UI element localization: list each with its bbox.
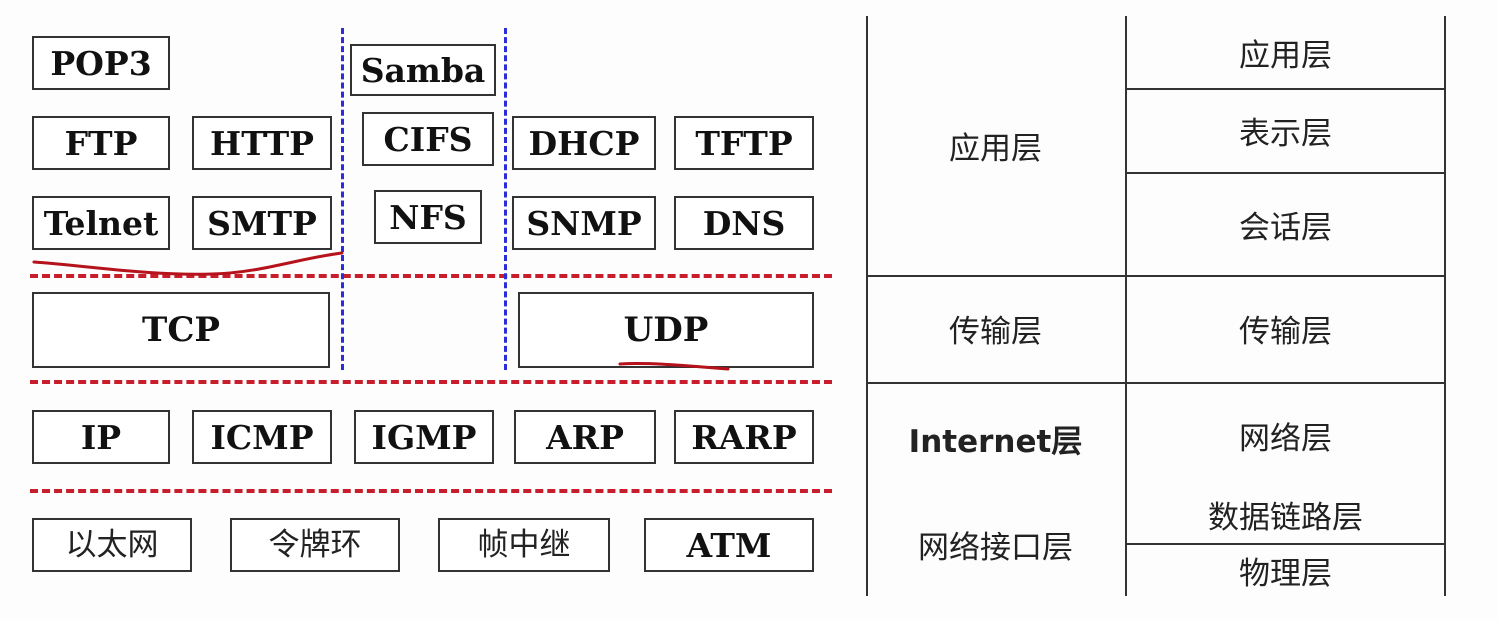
underline-annotation-udp	[618, 361, 730, 371]
underline-annotation-smtp	[32, 251, 344, 276]
layer-separator-transport-internet	[30, 380, 832, 384]
table-border-right	[1444, 16, 1446, 596]
table-border-left	[866, 16, 868, 596]
osi-network-layer: 网络层	[1239, 420, 1332, 457]
protocol-smtp: SMTP	[192, 196, 332, 250]
protocol-tcp: TCP	[32, 292, 330, 368]
osi-physical-layer: 物理层	[1239, 555, 1332, 592]
service-separator-right	[504, 28, 507, 370]
row-divider-transport-network	[866, 382, 1446, 384]
protocol-udp: UDP	[518, 292, 814, 368]
protocol-ip: IP	[32, 410, 170, 464]
protocol-frame-relay: 帧中继	[438, 518, 610, 572]
protocol-igmp: IGMP	[354, 410, 494, 464]
protocol-snmp: SNMP	[512, 196, 656, 250]
protocol-cifs: CIFS	[362, 112, 494, 166]
protocol-arp: ARP	[514, 410, 656, 464]
tcpip-network-interface-layer: 网络接口层	[918, 529, 1073, 566]
protocol-atm: ATM	[644, 518, 814, 572]
tcpip-application-layer: 应用层	[949, 131, 1042, 167]
protocol-ftp: FTP	[32, 116, 170, 170]
protocol-http: HTTP	[192, 116, 332, 170]
protocol-ethernet: 以太网	[32, 518, 192, 572]
osi-application-layer: 应用层	[1239, 37, 1332, 74]
osi-data-link-layer: 数据链路层	[1208, 499, 1363, 536]
osi-transport-layer: 传输层	[1239, 314, 1332, 350]
osi-presentation-layer: 表示层	[1239, 115, 1332, 152]
protocol-nfs: NFS	[374, 190, 482, 244]
layer-separator-app-transport	[30, 274, 832, 278]
table-column-divider	[1125, 16, 1127, 596]
layer-model-table: 应用层 传输层 Internet层 网络接口层 应用层 表示层 会话层 传输层 …	[866, 16, 1446, 596]
row-divider-osi-presentation-session	[1125, 172, 1446, 174]
protocol-telnet: Telnet	[32, 196, 170, 250]
row-divider-osi-app-presentation	[1125, 88, 1446, 90]
row-divider-application-transport	[866, 275, 1446, 277]
protocol-icmp: ICMP	[192, 410, 332, 464]
protocol-tftp: TFTP	[674, 116, 814, 170]
protocol-dhcp: DHCP	[512, 116, 656, 170]
layer-separator-internet-link	[30, 489, 832, 493]
protocol-samba: Samba	[350, 44, 496, 96]
protocol-pop3: POP3	[32, 36, 170, 90]
row-divider-datalink-physical	[1125, 543, 1446, 545]
protocol-token-ring: 令牌环	[230, 518, 400, 572]
protocol-dns: DNS	[674, 196, 814, 250]
protocol-rarp: RARP	[674, 410, 814, 464]
service-separator-left	[341, 28, 344, 370]
tcpip-transport-layer: 传输层	[949, 314, 1042, 350]
osi-session-layer: 会话层	[1239, 209, 1332, 246]
tcpip-internet-layer: Internet层	[908, 423, 1083, 460]
